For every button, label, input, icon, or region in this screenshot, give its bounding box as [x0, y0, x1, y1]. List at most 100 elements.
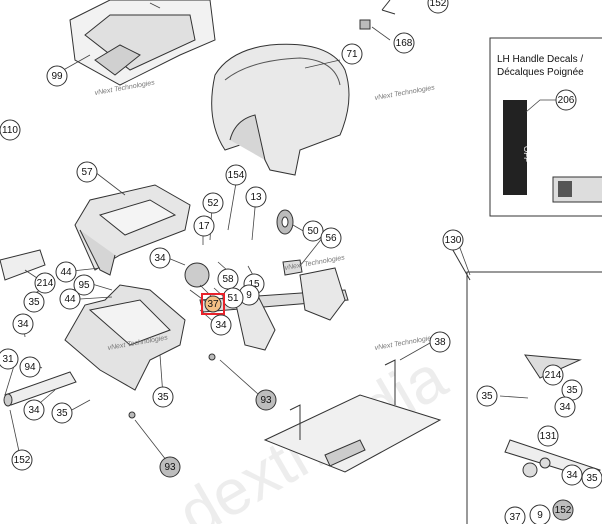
svg-text:152: 152	[555, 505, 572, 516]
callout-35b[interactable]: 35	[152, 386, 174, 408]
callout-152[interactable]: 152	[427, 0, 449, 14]
callout-71[interactable]: 71	[341, 43, 363, 65]
callout-50[interactable]: 50	[302, 220, 324, 242]
svg-text:34: 34	[559, 402, 571, 413]
callout-17[interactable]: 17	[193, 215, 215, 237]
callout-58[interactable]: 58	[217, 268, 239, 290]
decal-panel: LH Handle Decals / Décalques Poignée OFF	[489, 37, 602, 217]
svg-text:130: 130	[445, 235, 462, 246]
svg-text:34: 34	[154, 253, 166, 264]
callout-37-highlighted[interactable]: 37	[201, 293, 225, 315]
svg-text:35: 35	[586, 473, 598, 484]
callout-57[interactable]: 57	[76, 161, 98, 183]
svg-text:152: 152	[14, 455, 31, 466]
callout-94[interactable]: 94	[19, 356, 41, 378]
side-bracket-part	[0, 249, 46, 281]
callout-154[interactable]: 154	[225, 164, 247, 186]
svg-text:99: 99	[51, 71, 63, 82]
callout-168[interactable]: 168	[393, 32, 415, 54]
shaft-coupler-part	[282, 259, 303, 276]
svg-text:57: 57	[81, 167, 93, 178]
console-housing-part	[74, 184, 191, 276]
callout-35d[interactable]: 35	[476, 385, 498, 407]
svg-text:152: 152	[430, 0, 447, 9]
svg-text:15: 15	[248, 279, 260, 290]
callout-34[interactable]: 34	[149, 247, 171, 269]
svg-text:131: 131	[540, 431, 557, 442]
svg-text:37: 37	[509, 512, 521, 523]
callout-52[interactable]: 52	[202, 192, 224, 214]
front-bumper-part	[69, 0, 216, 86]
svg-text:34: 34	[17, 319, 29, 330]
svg-text:38: 38	[434, 337, 446, 348]
svg-text:13: 13	[250, 192, 262, 203]
callout-44b[interactable]: 44	[59, 288, 81, 310]
callout-130[interactable]: 130	[442, 229, 464, 251]
clip-part	[359, 19, 371, 30]
svg-text:206: 206	[558, 95, 575, 106]
svg-text:51: 51	[227, 293, 239, 304]
svg-text:35: 35	[157, 392, 169, 403]
callout-93b[interactable]: 93	[159, 456, 181, 478]
svg-text:93: 93	[260, 395, 272, 406]
svg-text:58: 58	[222, 274, 234, 285]
svg-text:35: 35	[28, 297, 40, 308]
callout-34b[interactable]: 34	[210, 314, 232, 336]
svg-text:37: 37	[207, 299, 219, 310]
callout-35f[interactable]: 35	[581, 467, 602, 489]
callout-9b[interactable]: 9	[529, 504, 551, 524]
svg-text:34: 34	[215, 320, 227, 331]
callout-9[interactable]: 9	[238, 284, 260, 306]
svg-text:35: 35	[481, 391, 493, 402]
svg-text:44: 44	[60, 267, 72, 278]
callout-31[interactable]: 31	[0, 348, 19, 370]
handle-bar-part	[3, 371, 77, 407]
svg-text:110: 110	[2, 125, 18, 136]
callout-56[interactable]: 56	[320, 227, 342, 249]
callout-99[interactable]: 99	[46, 65, 68, 87]
mount-bracket-part	[64, 284, 186, 391]
callout-34d[interactable]: 34	[23, 399, 45, 421]
callout-110[interactable]: 110	[0, 119, 21, 141]
callout-13[interactable]: 13	[245, 186, 267, 208]
callout-34f[interactable]: 34	[561, 464, 583, 486]
svg-text:9: 9	[537, 510, 543, 521]
svg-text:214: 214	[545, 370, 562, 381]
svg-text:214: 214	[37, 278, 54, 289]
callout-38[interactable]: 38	[429, 331, 451, 353]
callout-152c[interactable]: 152	[552, 499, 574, 521]
svg-text:17: 17	[198, 221, 210, 232]
svg-text:50: 50	[307, 226, 319, 237]
svg-text:52: 52	[207, 198, 219, 209]
svg-text:95: 95	[78, 280, 90, 291]
callout-214b[interactable]: 214	[542, 364, 564, 386]
callout-131[interactable]: 131	[537, 425, 559, 447]
callout-95[interactable]: 95	[73, 274, 95, 296]
callout-35c[interactable]: 35	[51, 402, 73, 424]
pad-tray-part	[263, 359, 442, 473]
decal-panel-title-1: LH Handle Decals /	[497, 54, 583, 65]
decal-panel-title-2: Décalques Poignée	[497, 67, 584, 78]
callout-34c[interactable]: 34	[12, 313, 34, 335]
callout-152b[interactable]: 152	[11, 449, 33, 471]
callout-44[interactable]: 44	[55, 261, 77, 283]
svg-text:35: 35	[56, 408, 68, 419]
callout-37b[interactable]: 37	[504, 506, 526, 524]
svg-text:93: 93	[164, 462, 176, 473]
svg-text:94: 94	[24, 362, 36, 373]
callout-206[interactable]: 206	[555, 89, 577, 111]
seat-part	[211, 43, 350, 176]
callout-35[interactable]: 35	[23, 291, 45, 313]
bearing-part	[276, 209, 294, 235]
svg-text:31: 31	[2, 354, 14, 365]
svg-text:34: 34	[566, 470, 578, 481]
svg-text:168: 168	[396, 38, 413, 49]
callout-214[interactable]: 214	[34, 272, 56, 294]
callout-34e[interactable]: 34	[554, 396, 576, 418]
svg-text:9: 9	[246, 290, 252, 301]
screw-part	[128, 353, 216, 419]
watermark-3: vNext Technologies	[284, 254, 346, 272]
callout-93[interactable]: 93	[255, 389, 277, 411]
callout-51[interactable]: 51	[222, 287, 244, 309]
